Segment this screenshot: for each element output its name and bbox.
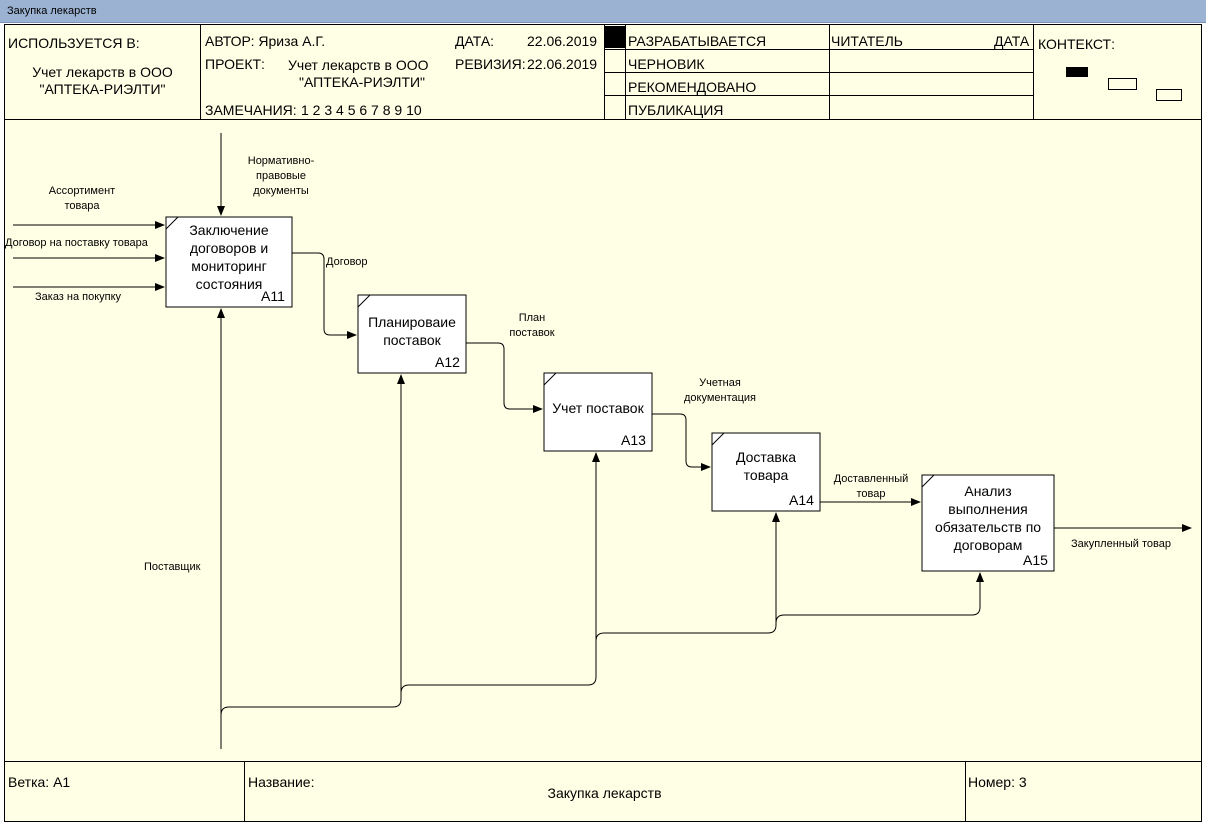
box-a15-label: Анализ выполнения обязательств по догово… xyxy=(922,482,1054,554)
status-row-line-3 xyxy=(604,95,1033,96)
label-assortment-line1: Ассортимент xyxy=(48,185,116,197)
box-a12-shape xyxy=(357,294,467,374)
header-divider-1 xyxy=(200,25,201,119)
box-a11-number: A11 xyxy=(261,288,285,304)
label-plan-line2: поставок xyxy=(509,327,555,339)
context-box-current xyxy=(1066,67,1088,77)
header-bottom-border xyxy=(5,119,1201,120)
box-a15-line2: выполнения xyxy=(948,501,1028,517)
context-box-2 xyxy=(1108,78,1137,90)
box-a11-line1: Заключение xyxy=(189,222,269,238)
label-control-line1: Нормативно-правовые xyxy=(247,155,315,182)
label-delivered-goods: Доставленный товар xyxy=(825,472,917,502)
label-docs-line1: Учетная xyxy=(699,377,741,389)
label-output-purchased: Закупленный товар xyxy=(1071,538,1171,550)
status-draft: ЧЕРНОВИК xyxy=(628,56,705,72)
label-docs-line2: документация xyxy=(683,392,757,404)
status-recommended: РЕКОМЕНДОВАНО xyxy=(628,79,757,95)
label-plan-line1: План xyxy=(518,312,546,324)
label-contract: Договор xyxy=(326,256,368,268)
box-a12-number: A12 xyxy=(435,354,460,370)
status-marker-filled xyxy=(605,26,625,48)
date-value: 22.06.2019 xyxy=(527,33,598,49)
label-control-regulations: Нормативно-правовые документы xyxy=(227,154,335,199)
box-a14-label: Доставка товара xyxy=(712,448,820,484)
box-a15-line3: обязательств по xyxy=(934,519,1042,535)
label-supply-plan: План поставок xyxy=(502,311,562,341)
footer-number-label: Номер: xyxy=(968,774,1015,790)
box-a14-number: A14 xyxy=(789,492,814,508)
box-a11-label: Заключение договоров и мониторинг состоя… xyxy=(166,221,292,293)
notes-label: ЗАМЕЧАНИЯ: xyxy=(205,102,297,118)
arrow-accounting-docs xyxy=(652,413,711,471)
footer-node: Ветка: A1 xyxy=(8,774,70,790)
status-publication: ПУБЛИКАЦИЯ xyxy=(628,102,724,118)
idef0-sheet: ИСПОЛЬЗУЕТСЯ В: Учет лекарств в ООО "АПТ… xyxy=(4,24,1202,822)
date-label: ДАТА: xyxy=(455,33,495,49)
footer-top-border xyxy=(5,761,1201,762)
box-a14-shape xyxy=(711,432,821,512)
box-a13-line1: Учет поставок xyxy=(552,400,644,416)
footer-number: Номер: 3 xyxy=(968,774,1027,790)
box-a15-number: A15 xyxy=(1023,552,1048,568)
label-assortment-line2: товара xyxy=(64,200,100,212)
status-row-line-2 xyxy=(604,72,1033,73)
footer-divider-2 xyxy=(965,761,966,821)
footer-title-value: Закупка лекарств xyxy=(547,785,662,801)
footer-node-label: Ветка: xyxy=(8,774,50,790)
diagram-canvas xyxy=(13,133,1192,749)
box-a15-line4: договорам xyxy=(953,537,1023,553)
box-a11-line4: состояния xyxy=(195,276,263,292)
reader-label: ЧИТАТЕЛЬ xyxy=(831,33,903,49)
label-input-assortment: Ассортимент товара xyxy=(35,184,129,214)
status-row-line-1 xyxy=(604,49,1033,50)
window-title: Закупка лекарств xyxy=(7,5,97,17)
revision-value: 22.06.2019 xyxy=(527,56,598,72)
box-a13-number: A13 xyxy=(621,432,646,448)
footer-divider-1 xyxy=(244,761,245,821)
author-label: АВТОР: Яриза А.Г. xyxy=(205,33,326,49)
box-a15-shape xyxy=(921,474,1055,572)
project-value-line1: Учет лекарств в ООО xyxy=(288,57,429,73)
label-delivered-line1: Доставленный xyxy=(833,473,909,485)
used-in-value-line1: Учет лекарств в ООО xyxy=(32,64,173,80)
used-in-label: ИСПОЛЬЗУЕТСЯ В: xyxy=(8,35,140,51)
arrow-supply-plan xyxy=(466,342,543,413)
box-a12-line2: поставок xyxy=(383,332,441,348)
notes-numbers: 1 2 3 4 5 6 7 8 9 10 xyxy=(301,102,422,118)
label-control-line2: документы xyxy=(253,185,309,197)
revision-label: РЕВИЗИЯ: xyxy=(455,56,526,72)
footer-title-label: Название: xyxy=(248,774,315,790)
box-a12-label: Планироваие поставок xyxy=(358,313,466,349)
context-label: КОНТЕКСТ: xyxy=(1038,36,1115,52)
box-a13-shape xyxy=(543,372,653,452)
label-input-order: Заказ на покупку xyxy=(35,291,122,303)
arrow-contract xyxy=(292,252,357,339)
box-a11-shape xyxy=(165,216,293,308)
label-input-contract: Договор на поставку товара xyxy=(5,237,148,249)
label-accounting-docs: Учетная документация xyxy=(677,376,763,406)
box-a14-line1: Доставка xyxy=(735,449,797,465)
header-divider-5 xyxy=(1033,25,1034,119)
project-value-line2: "АПТЕКА-РИЭЛТИ" xyxy=(299,74,426,90)
box-a11-line3: мониторинг xyxy=(191,258,267,274)
status-working: РАЗРАБАТЫВАЕТСЯ xyxy=(628,33,767,49)
footer-number-value: 3 xyxy=(1018,774,1027,790)
used-in-value-line2: "АПТЕКА-РИЭЛТИ" xyxy=(39,81,166,97)
footer-node-value: A1 xyxy=(53,774,71,790)
box-a12-line1: Планироваие xyxy=(368,314,456,330)
box-a15-line1: Анализ xyxy=(964,483,1012,499)
reader-date-label: ДАТА xyxy=(994,33,1030,49)
arrow-mechanism-supplier xyxy=(217,308,984,749)
window-title-bar: Закупка лекарств xyxy=(0,0,1206,23)
box-a14-line2: товара xyxy=(743,467,789,483)
label-mechanism-supplier: Поставщик xyxy=(144,561,201,573)
project-label: ПРОЕКТ: xyxy=(205,56,265,72)
context-box-3 xyxy=(1156,89,1182,101)
box-a13-label: Учет поставок xyxy=(544,399,652,417)
box-a11-line2: договоров и xyxy=(189,240,269,256)
label-delivered-line2: товар xyxy=(856,488,886,500)
